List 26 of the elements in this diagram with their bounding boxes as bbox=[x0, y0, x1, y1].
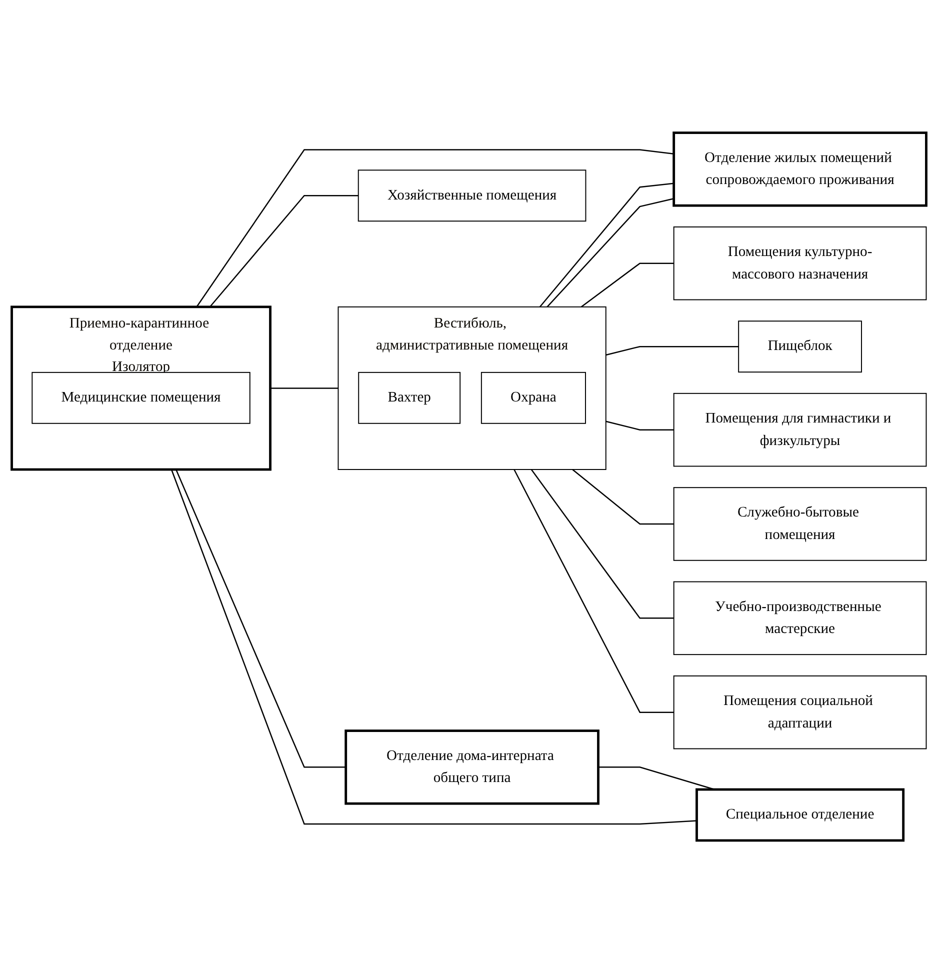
connector bbox=[530, 469, 674, 619]
connector bbox=[514, 469, 674, 713]
node-box: Пищеблок bbox=[738, 320, 862, 372]
connector bbox=[606, 420, 674, 430]
connector bbox=[270, 387, 338, 389]
node-box: Охрана bbox=[480, 372, 586, 424]
node-box: Отделение дома-интерната общего типа bbox=[344, 729, 600, 805]
node-box: Помещения культурно-массового назначения bbox=[673, 226, 927, 300]
connector bbox=[572, 468, 674, 524]
connector bbox=[539, 182, 674, 308]
node-box: Хозяйственные помещения bbox=[358, 170, 586, 222]
node-box: Отделение жилых помещений сопровождаемого проживания bbox=[672, 131, 928, 207]
connector bbox=[196, 149, 674, 308]
connector bbox=[580, 262, 674, 308]
node-box: Вахтер bbox=[358, 372, 461, 424]
node-box: Служебно-бытовые помещения bbox=[673, 486, 927, 561]
connector bbox=[175, 469, 346, 768]
node-box: Помещения социальной адаптации bbox=[673, 675, 927, 750]
node-box: Специальное отделение bbox=[696, 788, 905, 842]
node-box: Учебно-производственные мастерские bbox=[673, 581, 927, 655]
connector bbox=[546, 198, 674, 308]
connector bbox=[209, 194, 358, 308]
connector bbox=[606, 346, 739, 356]
node-box: Помещения для гимнастики и физкультуры bbox=[673, 392, 927, 467]
node-box: Медицинские помещения bbox=[32, 372, 250, 424]
connector bbox=[170, 469, 697, 824]
